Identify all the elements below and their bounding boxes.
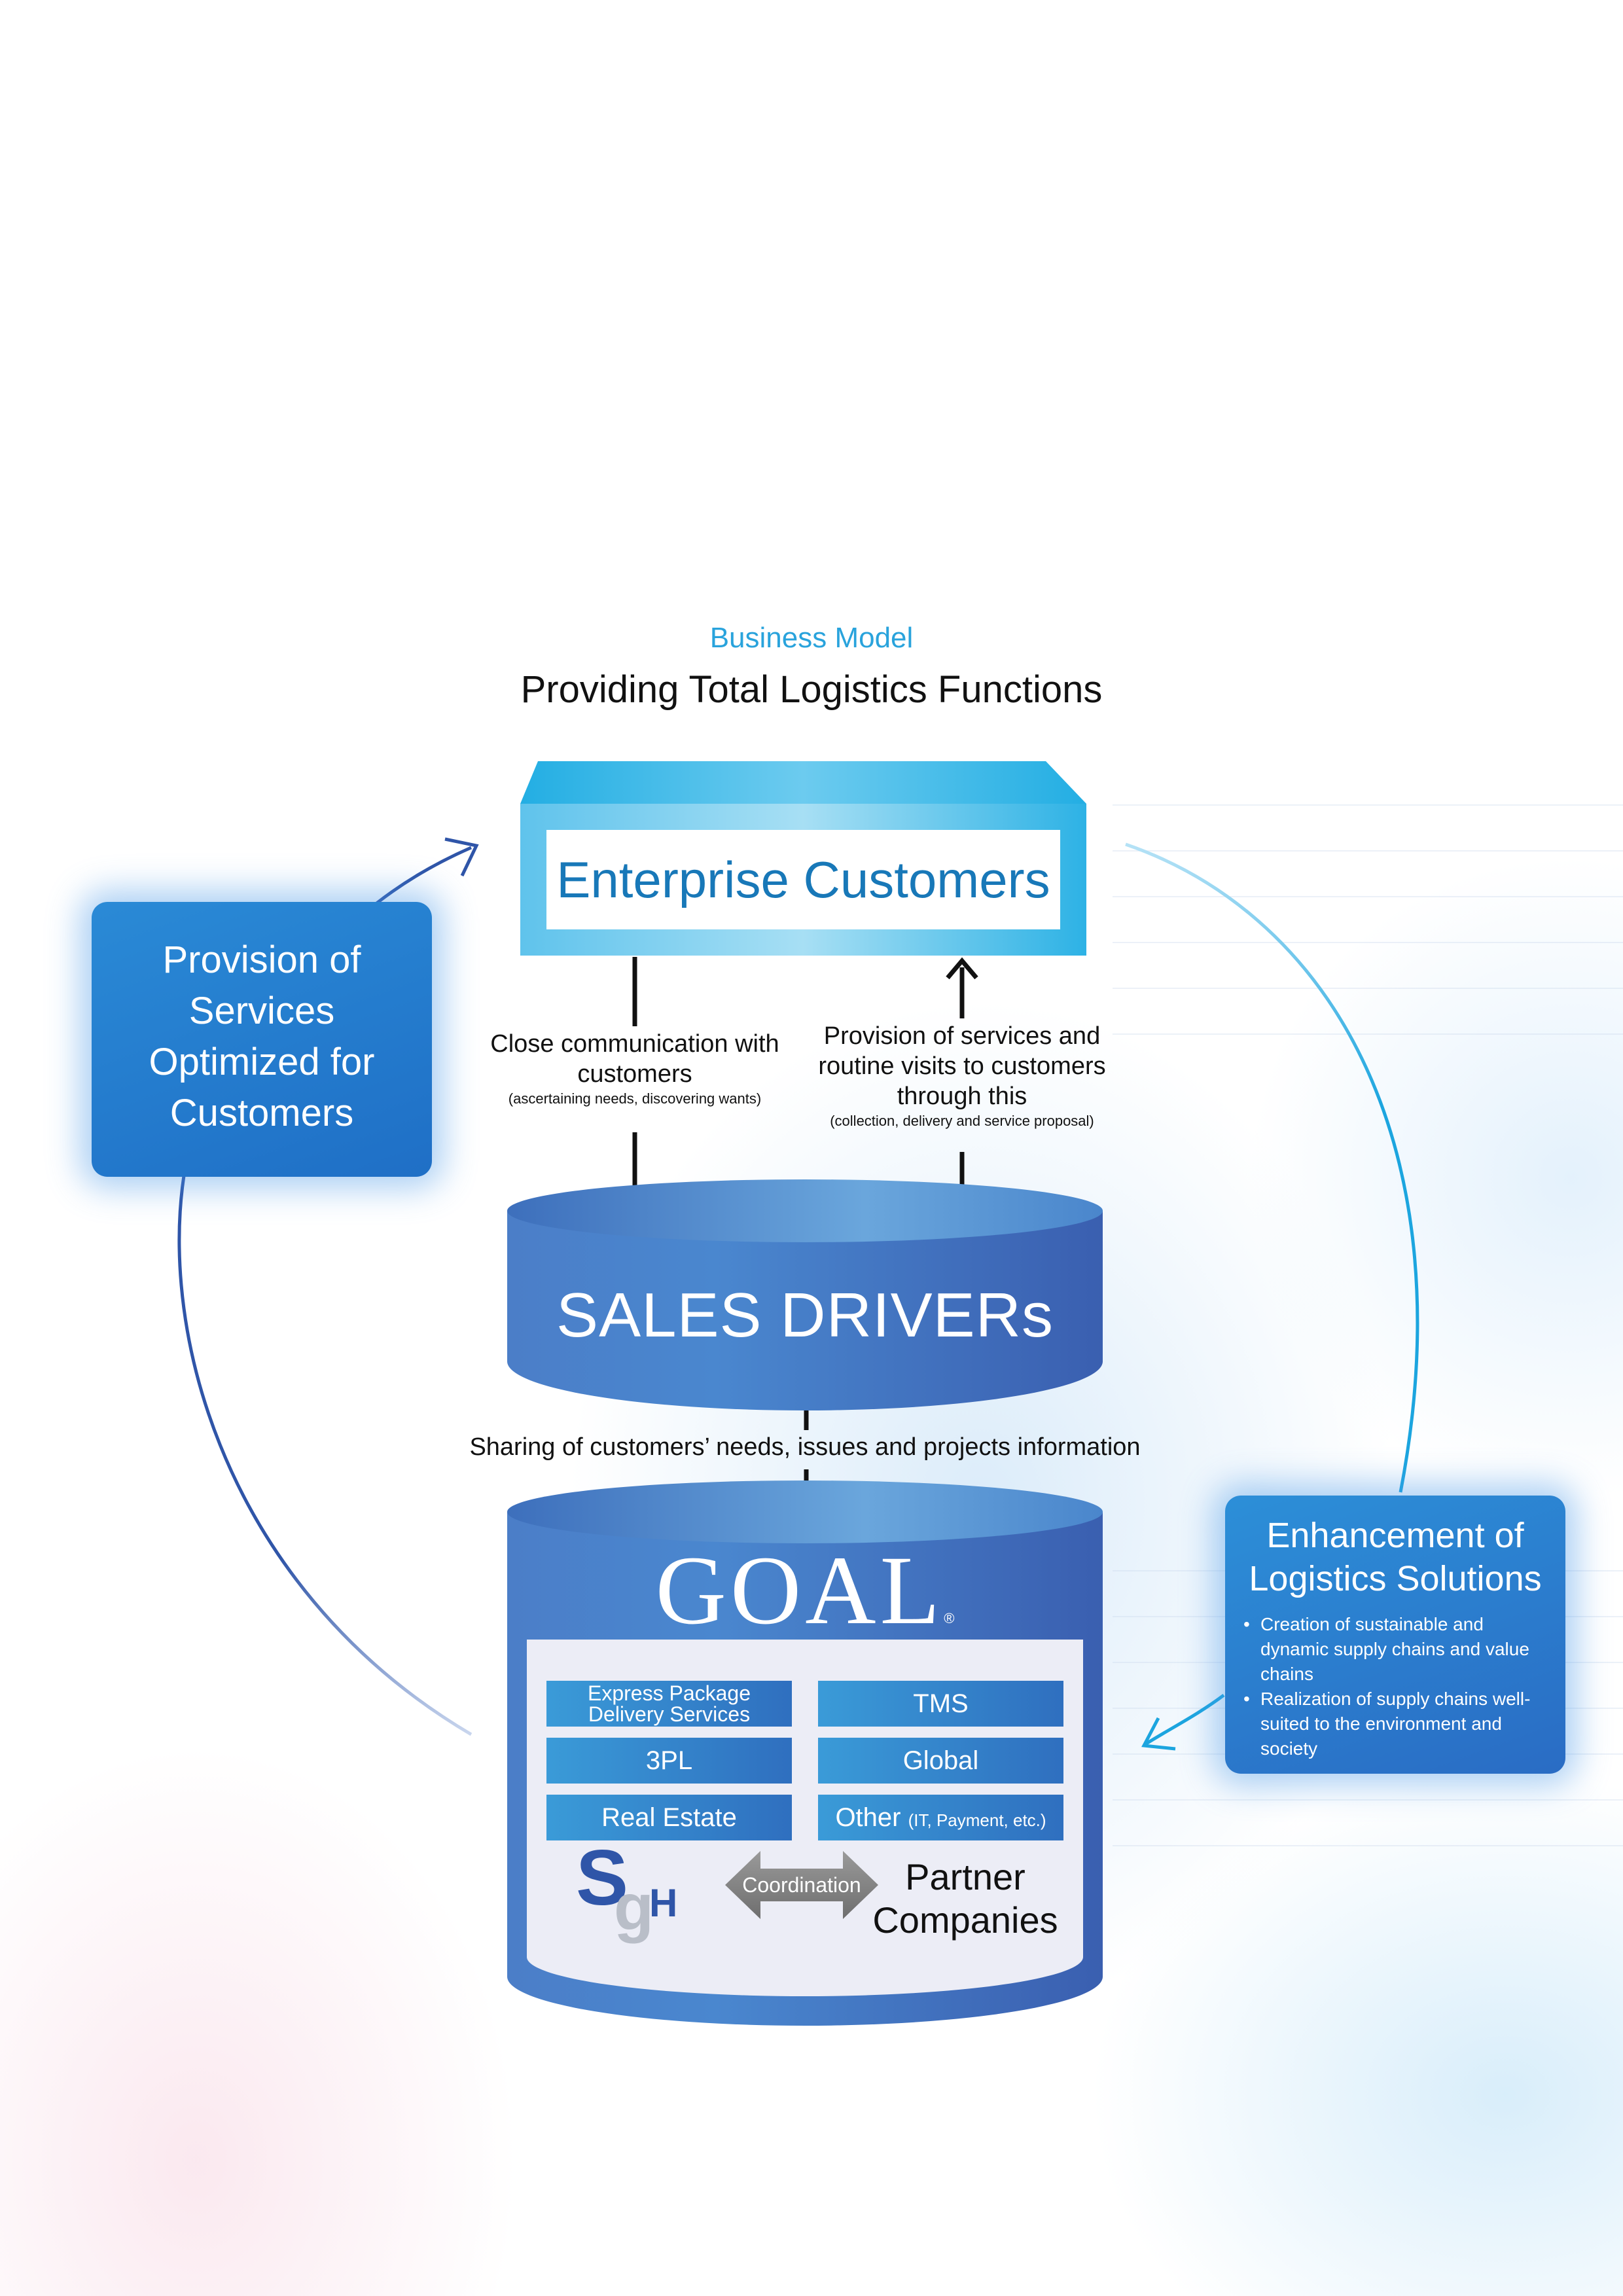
right-box-bullet: Realization of supply chains well-suited… — [1243, 1687, 1538, 1761]
left-cycle-arc — [177, 1145, 473, 1736]
svg-text:g: g — [614, 1871, 654, 1944]
right-cycle-arc — [1125, 842, 1419, 1493]
up-arrow-head — [946, 957, 978, 980]
flow-left-main: Close communication with customers — [490, 1030, 779, 1088]
diagram-subtitle: Business Model — [709, 622, 914, 654]
service-tms: TMS — [818, 1681, 1063, 1727]
goal-inner-panel — [527, 1640, 1083, 1996]
right-box-title: Enhancement of Logistics Solutions — [1249, 1516, 1542, 1598]
right-box-bullets: Creation of sustainable and dynamic supp… — [1243, 1612, 1538, 1761]
sgh-logo: S g H — [576, 1834, 677, 1944]
flow-right-main: Provision of services and routine visits… — [818, 1022, 1106, 1110]
service-real-estate: Real Estate — [546, 1795, 792, 1840]
right-box-bullet: Creation of sustainable and dynamic supp… — [1243, 1612, 1538, 1687]
sales-drivers-label: SALES DRIVERs — [556, 1280, 1054, 1350]
service-3pl: 3PL — [546, 1738, 792, 1784]
goal-cylinder-top — [507, 1480, 1103, 1543]
flow-right-note: (collection, delivery and service propos… — [830, 1113, 1094, 1129]
left-arc-arrowhead — [444, 837, 479, 877]
sharing-text: Sharing of customers’ needs, issues and … — [469, 1433, 1141, 1461]
goal-reg-mark: ® — [944, 1610, 955, 1626]
flow-right-text: Provision of services and routine visits… — [785, 1021, 1139, 1131]
svg-text:S: S — [576, 1834, 628, 1922]
svg-text:H: H — [649, 1881, 677, 1925]
coordination-arrow — [725, 1851, 878, 1919]
partner-companies-label: Partner Companies — [872, 1856, 1058, 1941]
enterprise-inner-panel — [546, 830, 1060, 929]
enterprise-customers-label: Enterprise Customers — [556, 851, 1050, 908]
coordination-label: Coordination — [742, 1873, 861, 1897]
sales-cylinder-top — [507, 1179, 1103, 1242]
right-enhancement-box: Enhancement of Logistics Solutions Creat… — [1225, 1496, 1565, 1774]
left-box-text: Provision of Services Optimized for Cust… — [149, 939, 375, 1134]
flow-left-note: (ascertaining needs, discovering wants) — [508, 1090, 762, 1107]
enterprise-roof — [520, 761, 1086, 804]
service-express-package: Express Package Delivery Services — [546, 1681, 792, 1727]
flow-left-text: Close communication with customers (asce… — [458, 1029, 812, 1109]
left-provision-box: Provision of Services Optimized for Cust… — [92, 902, 432, 1177]
service-other: Other (IT, Payment, etc.) — [818, 1795, 1063, 1840]
diagram-title: Providing Total Logistics Functions — [520, 668, 1103, 711]
service-global: Global — [818, 1738, 1063, 1784]
right-cycle-arc-bottom — [1144, 1693, 1225, 1746]
sales-cylinder-body — [507, 1211, 1103, 1410]
goal-text: GOAL — [655, 1536, 944, 1645]
right-arc-arrowhead — [1141, 1717, 1176, 1751]
goal-label: GOAL® — [507, 1541, 1103, 1668]
